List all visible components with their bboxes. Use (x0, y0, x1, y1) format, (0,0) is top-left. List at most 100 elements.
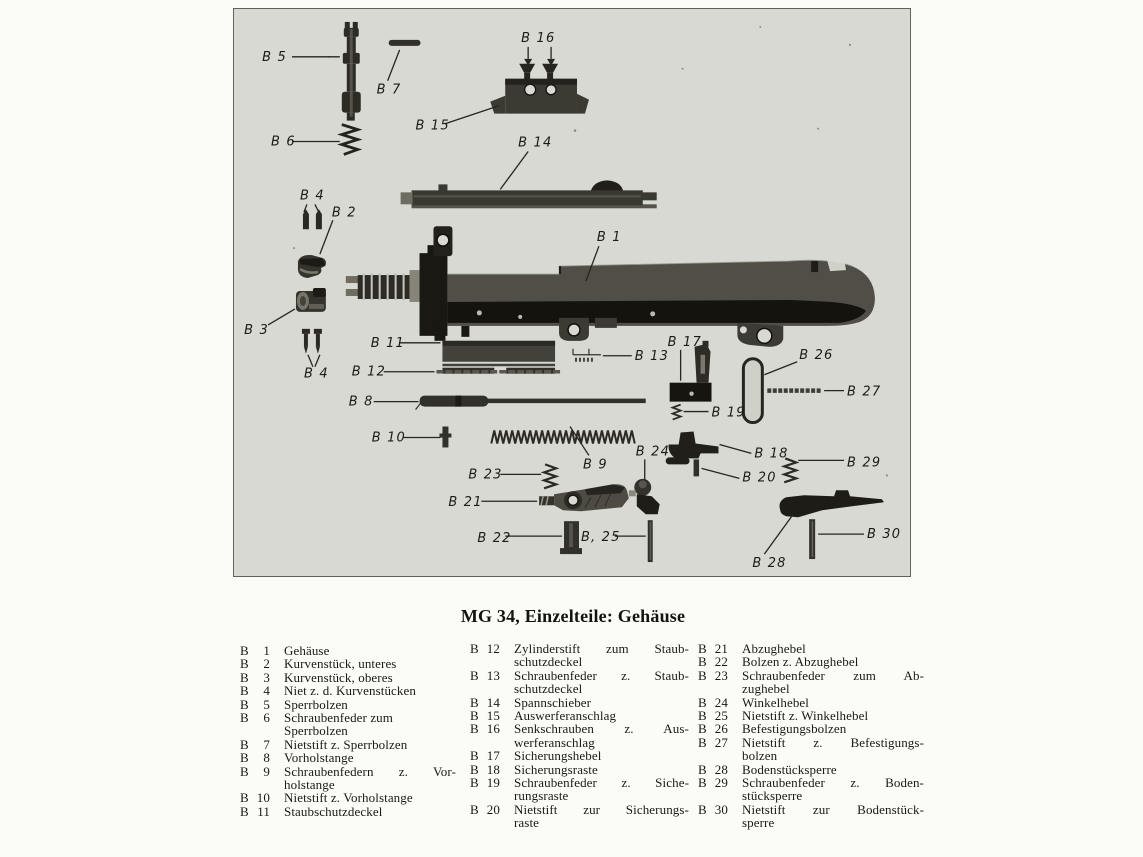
part-callout-9: B 9 (583, 457, 608, 472)
part-callout-18: B 18 (754, 446, 788, 461)
part-name: Vorholstange (284, 750, 354, 766)
arrowhead-icon (547, 58, 556, 66)
leader-line (314, 204, 320, 213)
leader-line (319, 220, 334, 255)
part-callout-14: B 14 (518, 136, 552, 151)
drawing-b20-nietstift (693, 459, 700, 477)
drawing-b19-schraubenfeder (670, 403, 684, 421)
part-name: Abzughebel (742, 641, 806, 656)
leader-line (307, 354, 314, 367)
part-name: Nietstift z. Vorholstange (284, 790, 413, 806)
part-name: Schraubenfeder z. Boden-stücksperre (742, 775, 924, 804)
drawing-b22-bolzen (560, 521, 582, 555)
part-callout-17: B 17 (668, 335, 702, 350)
drawing-b8-vorholstange (415, 395, 646, 410)
part-name: Nietstift zur Bodenstück-sperre (742, 801, 924, 831)
part-name: Nietstift z. Winkelhebel (742, 708, 869, 724)
part-callout-1: B 1 (597, 230, 622, 245)
part-name: Nietstift z. Befestigungs-bolzen (742, 734, 924, 764)
drawing-b9-schraubenfeder (490, 430, 636, 444)
part-callout-6: B 6 (271, 135, 296, 150)
drawing-b14-spannschieber (400, 180, 657, 209)
leader-line (763, 513, 794, 555)
part-callout-4: B 4 (304, 367, 329, 382)
drawing-b26-befestigungsbolzen (741, 357, 764, 425)
part-name: Spannschieber (514, 694, 592, 710)
part-name: Schraubenfedern z. Vor-holstange (284, 763, 456, 793)
part-name: Gehäuse (284, 643, 330, 658)
part-name: Bodenstücksperre (742, 761, 837, 777)
leader-line (499, 151, 529, 190)
leader-line (701, 467, 740, 479)
part-callout-2: B 2 (332, 205, 357, 220)
drawing-b10-nietstift (439, 426, 452, 448)
drawing-b2-kurvenstueck (297, 255, 326, 279)
part-callout-29: B 29 (847, 455, 881, 470)
drawing-b3-kurvenstueck (295, 288, 326, 312)
drawing-b18-sicherungsraste (665, 431, 719, 465)
part-callout-23: B 23 (468, 467, 502, 482)
drawing-b16-senkschrauben (519, 63, 559, 81)
part-name: Schraubenfeder zum Ab-zughebel (742, 667, 924, 697)
leader-line (719, 443, 752, 455)
drawing-b24-winkelhebel (628, 478, 660, 515)
figure-title: MG 34, Einzelteile: Gehäuse (460, 606, 686, 626)
part-name: Winkelhebel (742, 694, 809, 710)
part-name: Befestigungsbolzen (742, 721, 847, 737)
drawing-b13-schraubenfeder (572, 348, 601, 362)
part-name: Bolzen z. Abzughebel (742, 654, 859, 670)
leader-line (303, 204, 308, 213)
arrowhead-icon (524, 58, 533, 66)
part-callout-8: B 8 (349, 395, 374, 410)
drawing-b15-auswerferanschlag (490, 78, 589, 114)
drawing-b21-abzughebel (539, 484, 629, 512)
part-callout-20: B 20 (742, 470, 776, 485)
drawing-b6-schraubenfeder (337, 123, 363, 156)
part-name: Nietstift z. Sperrbolzen (284, 736, 408, 752)
figure-drawing: B 5B 7B 6B 4B 2B 3B 4B 16B 15B 14B 1B 11… (244, 21, 900, 571)
